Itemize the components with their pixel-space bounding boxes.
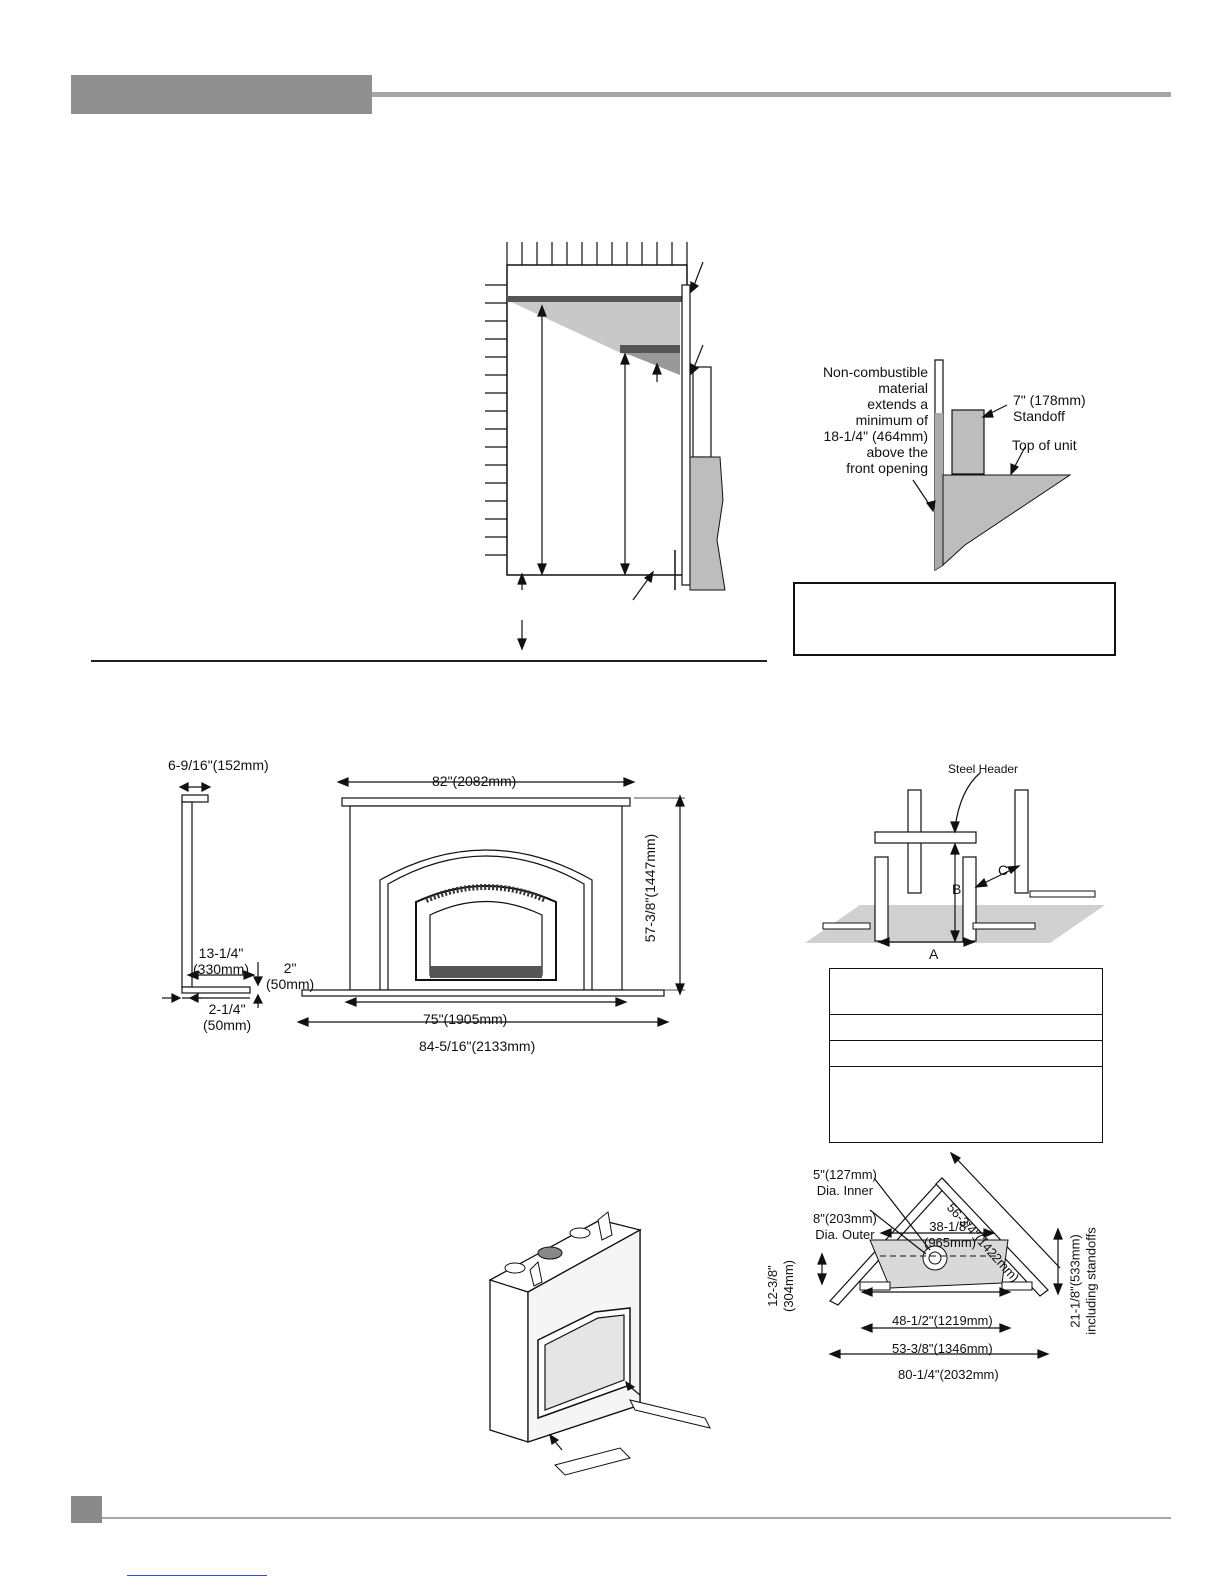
footer-link-underline: [127, 1575, 267, 1576]
mantel-depth-top: 6-9/16"(152mm): [168, 757, 269, 773]
framing-c: C: [998, 862, 1009, 878]
framing-a: A: [929, 946, 939, 962]
width-3-label: 80-1/4"(2032mm): [898, 1367, 999, 1382]
standoff-label: 7" (178mm) Standoff: [1013, 392, 1086, 424]
noncombustible-detail-diagram: [912, 359, 1072, 572]
section-divider: [91, 660, 767, 662]
back-width-label: 38-1/8" (965mm): [924, 1219, 977, 1250]
mantel-inner-width: 75"(1905mm): [423, 1011, 508, 1027]
hearth-height: 2" (50mm): [266, 960, 315, 992]
section-header-tab: [71, 75, 372, 114]
outer-dia-label: 8"(203mm) Dia. Outer: [813, 1211, 877, 1242]
width-2-label: 53-3/8"(1346mm): [892, 1341, 993, 1356]
corner-install-diagram: [817, 1151, 1063, 1359]
framing-b: B: [952, 881, 962, 897]
noncombustible-note: Non-combustible material extends a minim…: [822, 364, 928, 476]
clearance-section-diagram: [485, 242, 726, 651]
top-of-unit-label: Top of unit: [1012, 437, 1077, 453]
width-1-label: 48-1/2"(1219mm): [892, 1313, 993, 1328]
steel-header-label: Steel Header: [948, 762, 1019, 776]
framing-diagram: [805, 772, 1105, 947]
mantel-overall-width: 82"(2082mm): [432, 773, 517, 789]
overall-depth-label: 21-1/8"(533mm) including standoffs: [1067, 1227, 1099, 1335]
inner-dia-label: 5"(127mm) Dia. Inner: [813, 1167, 877, 1198]
section-header-rule: [372, 92, 1171, 97]
page-number-tab: [71, 1496, 102, 1523]
fireplace-unit-diagram: [488, 1211, 711, 1476]
framing-table: [829, 968, 1103, 1143]
hearth-ext: 2-1/4" (50mm): [203, 1001, 252, 1033]
hearth-width: 84-5/16"(2133mm): [419, 1038, 536, 1054]
mantel-depth-inner: 13-1/4" (330mm): [193, 945, 250, 977]
mantel-dimension-diagram: [162, 777, 685, 1027]
note-box: [793, 582, 1116, 656]
footer-rule: [102, 1517, 1171, 1519]
mantel-overall-height: 57-3/8"(1447mm): [642, 833, 659, 943]
side-depth-label: 12-3/8" (304mm): [765, 1259, 797, 1313]
